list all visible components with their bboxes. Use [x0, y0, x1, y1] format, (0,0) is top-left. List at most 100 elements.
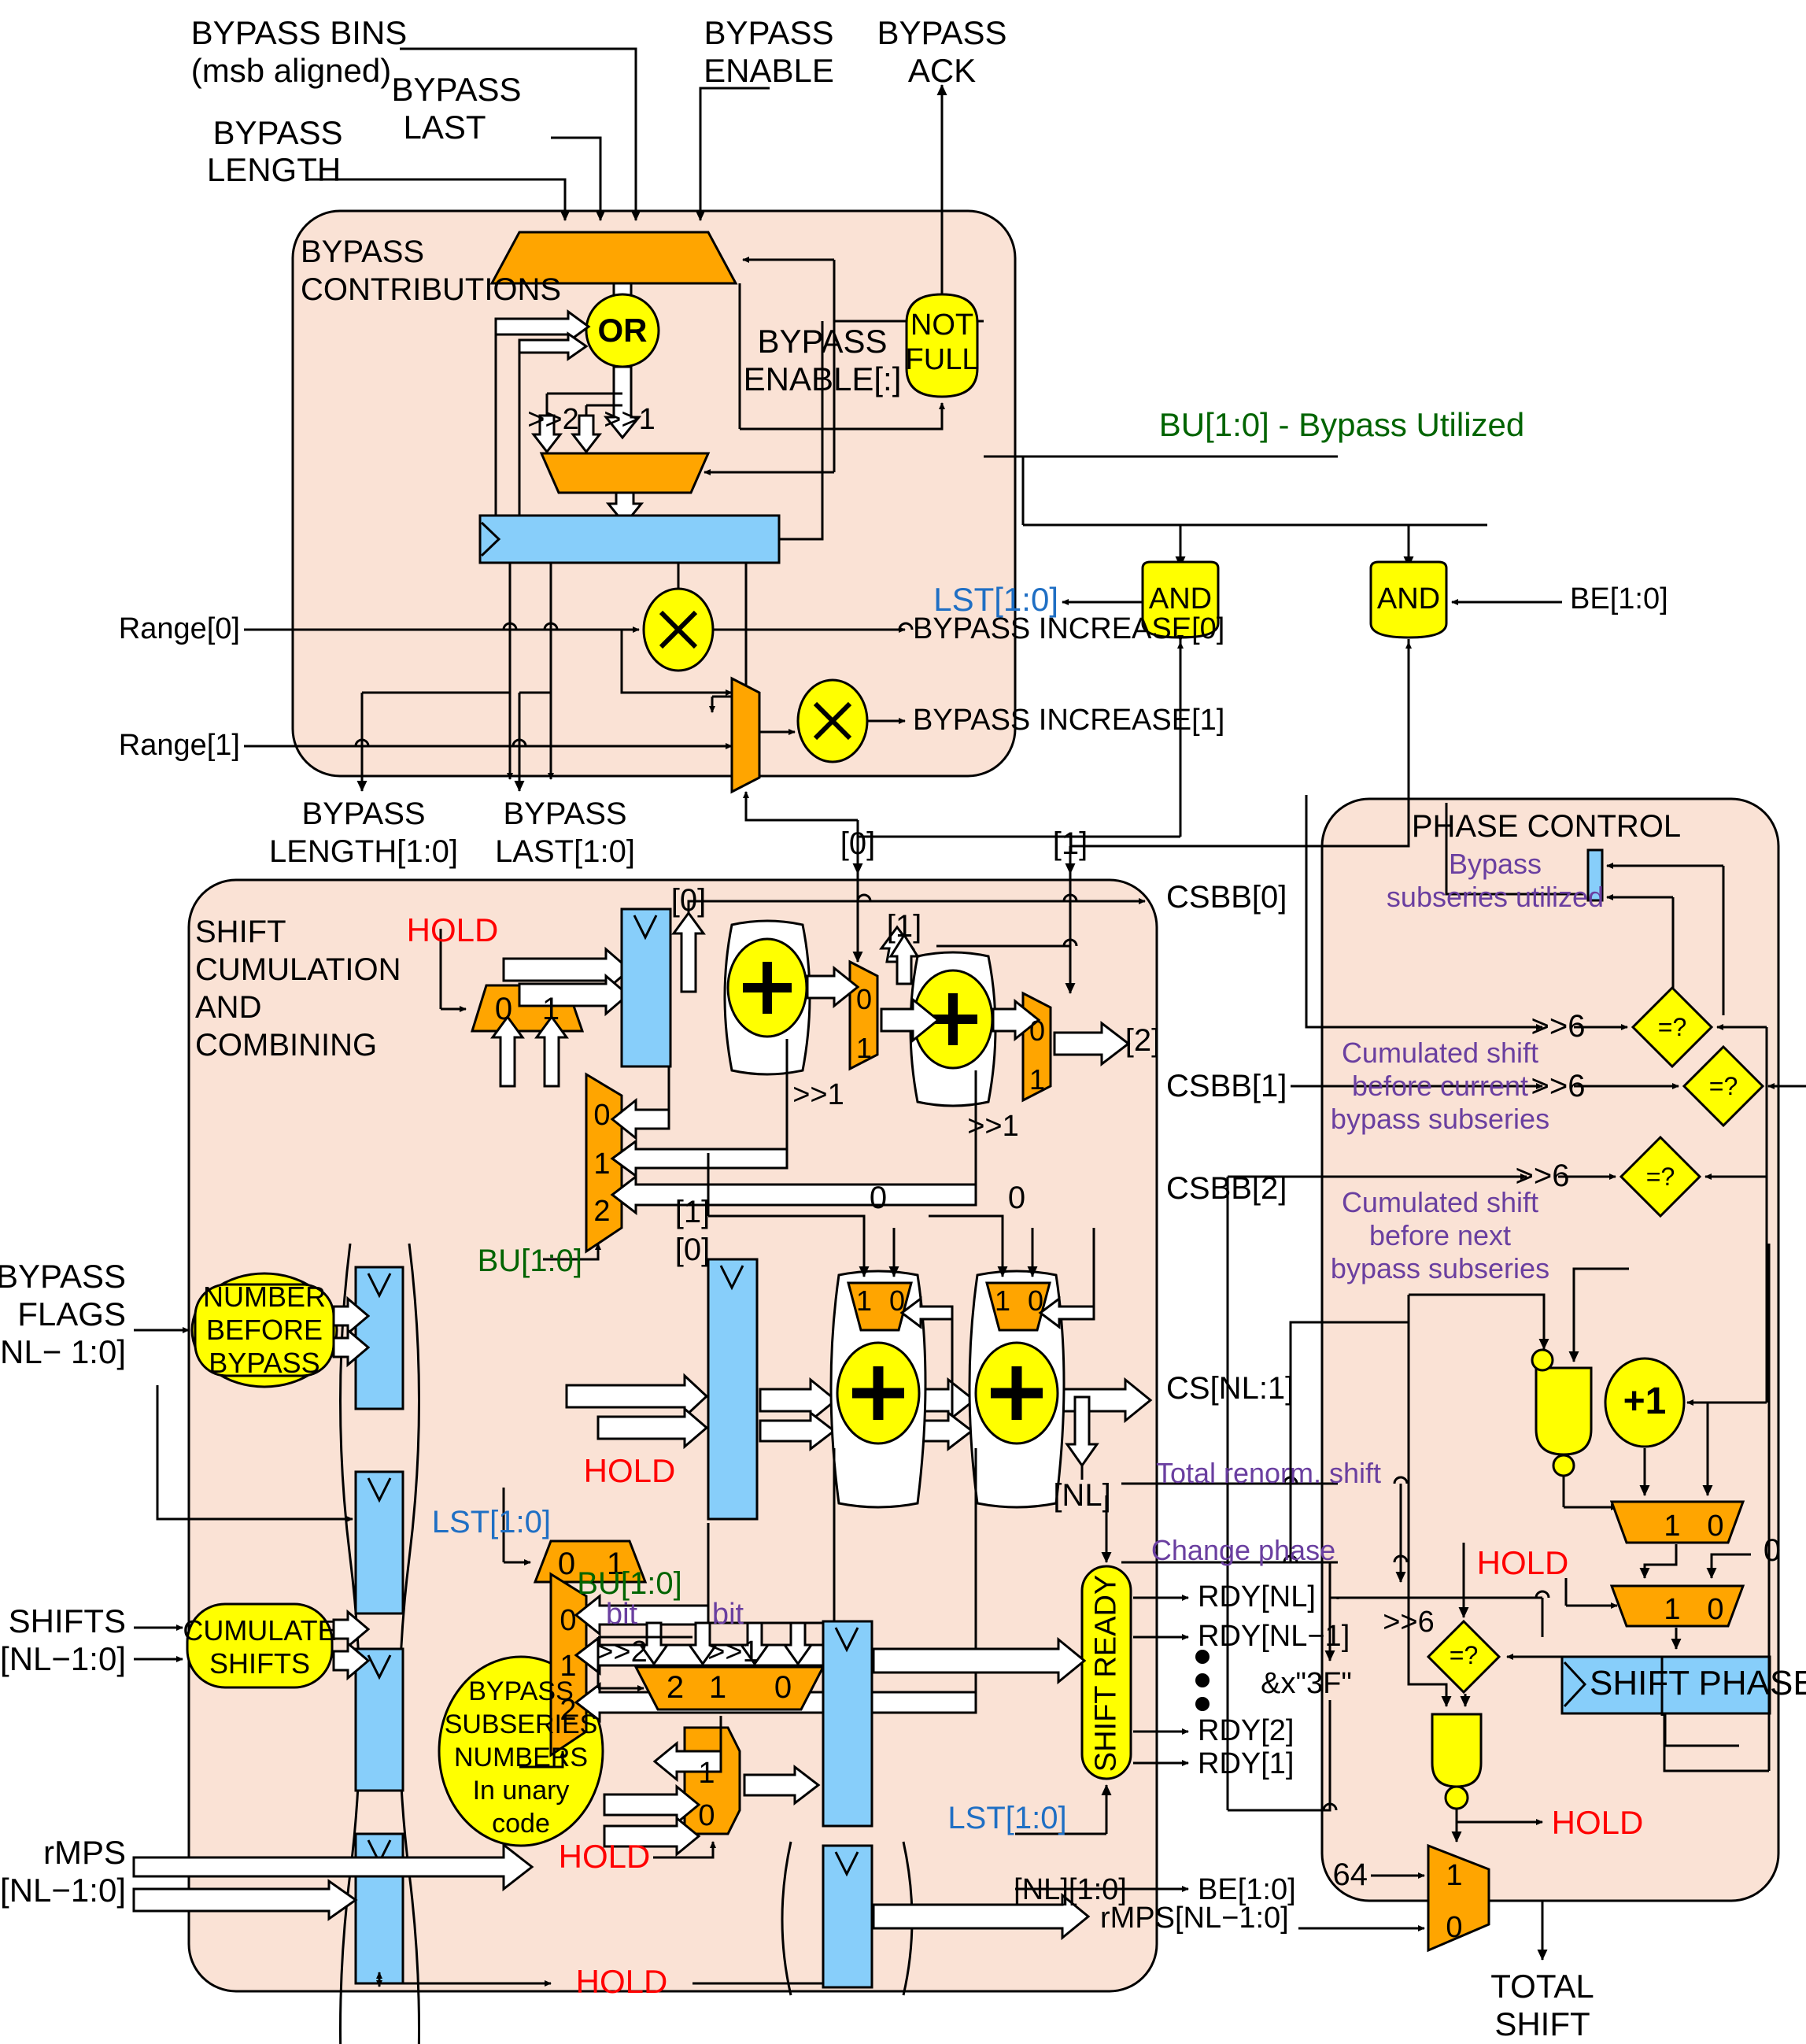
- mux210-label-1: 1: [708, 1670, 727, 1705]
- register-rmps: [822, 1844, 873, 1989]
- label-not-full-1: NOT: [910, 309, 974, 342]
- mux-10-mid-2: [985, 1281, 1051, 1332]
- mux10-label-1-b: 1: [994, 1284, 1011, 1317]
- label-bypass-flags-3: [NL− 1:0]: [0, 1333, 126, 1370]
- mux012-label-0-mid: 0: [560, 1604, 577, 1637]
- label-and-be: AND: [1376, 582, 1441, 615]
- label-range-1: Range[1]: [118, 729, 240, 762]
- label-bypass-subseries-5: code: [492, 1809, 550, 1839]
- label-tap-1-mid: [1]: [674, 1195, 711, 1229]
- compare-3: [1619, 1135, 1702, 1218]
- label-range-0: Range[0]: [118, 612, 240, 645]
- label-cumulate-shifts-2: SHIFTS: [209, 1647, 311, 1680]
- label-csbb-2: CSBB[2]: [1166, 1171, 1287, 1206]
- label-and-lst: AND: [1148, 582, 1213, 615]
- label-lst-mid: LST[1:0]: [431, 1505, 551, 1539]
- and-gate-be: [1369, 560, 1448, 639]
- label-plus1: +1: [1623, 1381, 1667, 1422]
- label-bypass-enable-2: ENABLE: [704, 52, 834, 89]
- mux-label-0-a: 0: [855, 983, 873, 1015]
- label-number-before-bypass-1: NUMBER: [202, 1281, 327, 1313]
- label-const0-a: 0: [869, 1181, 888, 1215]
- label-shift-ready: SHIFT READY: [1089, 1574, 1123, 1772]
- label-bypass-subseries-utilized-2: subseries utilized: [1386, 881, 1605, 913]
- mux012-label-1-up: 1: [593, 1148, 611, 1181]
- label-bypass-subseries-1: BYPASS: [468, 1676, 574, 1706]
- compare-2: [1682, 1044, 1765, 1128]
- compare-phase: [1426, 1619, 1501, 1695]
- mux-phase1-label-1: 1: [1664, 1510, 1681, 1543]
- label-shift-phase: SHIFT PHASE: [1590, 1664, 1806, 1702]
- label-hold-mid: HOLD: [583, 1452, 676, 1489]
- label-or-gate: OR: [597, 312, 648, 349]
- register-lower: [822, 1620, 873, 1828]
- label-not-full-2: FULL: [905, 343, 979, 376]
- mux-label-0-upper: 0: [494, 992, 513, 1026]
- label-hold-phase-1: HOLD: [1476, 1544, 1569, 1581]
- label-bit-a: bit: [605, 1598, 638, 1631]
- mux-label-1-a: 1: [855, 1032, 873, 1064]
- label-tap-1-sc: [1]: [886, 909, 922, 944]
- label-bypass-subseries-3: NUMBERS: [453, 1743, 589, 1772]
- mux-total-label-1: 1: [1446, 1859, 1463, 1892]
- label-rdy-nl-1: RDY[NL−1]: [1198, 1620, 1350, 1653]
- label-shift1-b: >>1: [967, 1110, 1019, 1143]
- label-shift-cumulation-1: SHIFT: [195, 915, 286, 949]
- label-be-top: BE[1:0]: [1570, 582, 1668, 615]
- label-bypass-ack-1: BYPASS: [877, 14, 1007, 51]
- label-shift-cumulation-4: COMBINING: [195, 1028, 378, 1063]
- label-compare-3: =?: [1645, 1162, 1675, 1191]
- nand-gate-hold: [1431, 1713, 1483, 1788]
- label-shift6-phase: >>6: [1383, 1606, 1435, 1639]
- label-bit-b: bit: [711, 1598, 744, 1631]
- mux012-label-2-mid: 2: [560, 1694, 577, 1727]
- label-shift6-c: >>6: [1515, 1159, 1570, 1193]
- label-hold-phase-2: HOLD: [1551, 1804, 1644, 1841]
- label-compare-phase: =?: [1449, 1641, 1479, 1669]
- label-bypass-length-1: BYPASS: [212, 114, 343, 151]
- mux-phase2-label-0: 0: [1707, 1593, 1724, 1626]
- label-lst-top: LST[1:0]: [933, 581, 1058, 618]
- label-hold-lower: HOLD: [558, 1838, 651, 1875]
- mux012-label-2-up: 2: [593, 1195, 611, 1228]
- label-hold-bottom: HOLD: [575, 1963, 668, 2000]
- mux-hold-mid: [533, 1539, 648, 1584]
- label-shift6-b: >>6: [1531, 1069, 1586, 1103]
- label-compare-1: =?: [1657, 1013, 1687, 1041]
- label-tap-0-mid: [0]: [674, 1233, 711, 1267]
- register-upper: [620, 907, 672, 1068]
- mux210-label-2: 2: [666, 1670, 685, 1705]
- label-rdy-2: RDY[2]: [1198, 1714, 1294, 1747]
- label-const-0-phase: 0: [1763, 1533, 1782, 1568]
- label-mult-0: X: [664, 606, 692, 653]
- register-mid: [707, 1258, 759, 1521]
- label-phase-control-title: PHASE CONTROL: [1411, 809, 1682, 844]
- label-shifts-in-2: [NL−1:0]: [0, 1640, 126, 1677]
- register-col-2: [354, 1470, 404, 1615]
- label-tap-nl: [NL]: [1053, 1478, 1111, 1513]
- mux-shift-select: [539, 452, 711, 494]
- label-number-before-bypass-2: BEFORE: [205, 1314, 323, 1346]
- label-csbb-0: CSBB[0]: [1166, 880, 1287, 915]
- label-tap-0-top: [0]: [840, 826, 876, 861]
- label-bypass-contributions-2: CONTRIBUTIONS: [301, 272, 562, 307]
- label-number-before-bypass-3: BYPASS: [209, 1347, 320, 1379]
- label-total-renorm-shift: Total renorm. shift: [1155, 1457, 1382, 1489]
- label-rdy-1: RDY[1]: [1198, 1747, 1294, 1780]
- label-const0-b: 0: [1007, 1181, 1026, 1215]
- label-bypass-contributions-1: BYPASS: [301, 235, 425, 269]
- mux-label-0-mid: 0: [557, 1547, 576, 1581]
- label-rmps-out: rMPS[NL−1:0]: [1100, 1902, 1289, 1935]
- label-tap-2-sc: [2]: [1125, 1023, 1161, 1058]
- compare-1: [1631, 985, 1714, 1069]
- label-cum-shift-next-2: before next: [1368, 1219, 1512, 1251]
- label-shift6-a: >>6: [1531, 1009, 1586, 1044]
- label-tap-0-sc: [0]: [670, 883, 707, 918]
- label-bypass-length-bus-1: BYPASS: [301, 797, 426, 831]
- shift-ready: [1080, 1565, 1132, 1780]
- label-rmps-in-2: [NL−1:0]: [0, 1872, 126, 1909]
- label-bypass-length-2: LENGTH: [206, 151, 342, 188]
- label-const-64: 64: [1332, 1857, 1368, 1892]
- label-bu-lower: BU[1:0]: [577, 1566, 682, 1601]
- mux-total-shift: [1427, 1843, 1490, 1953]
